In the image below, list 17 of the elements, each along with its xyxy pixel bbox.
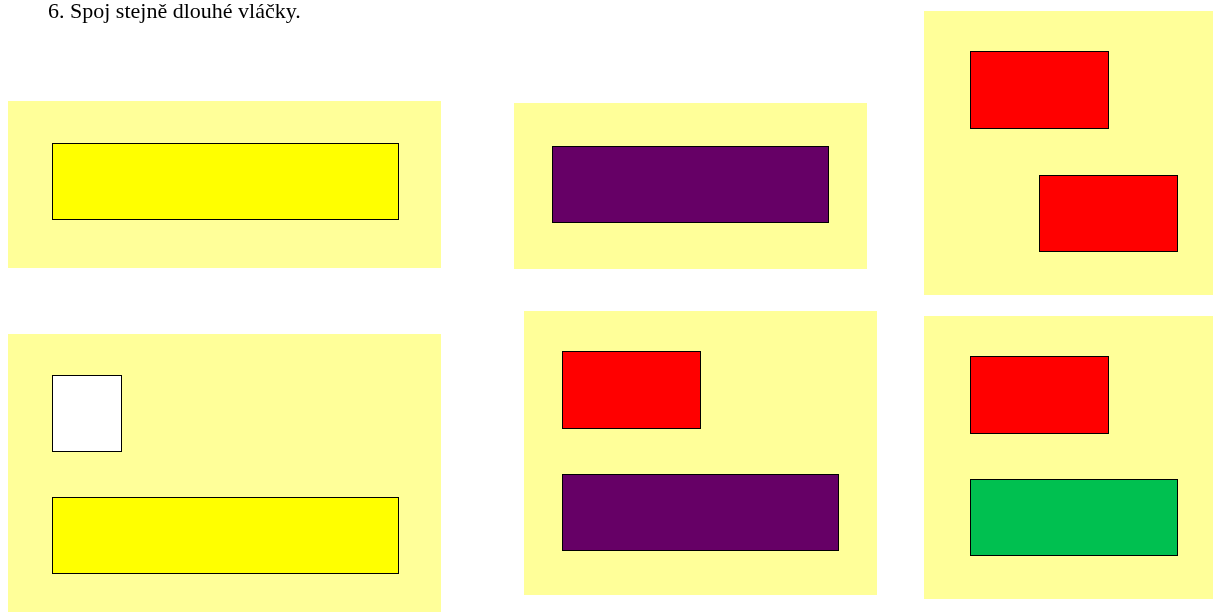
car-block	[562, 474, 839, 551]
car-block	[970, 51, 1109, 129]
car-block	[970, 479, 1178, 556]
car-block	[1039, 175, 1178, 252]
car-block	[52, 497, 399, 574]
car-block	[52, 375, 122, 452]
title: 6. Spoj stejně dlouhé vláčky.	[48, 0, 301, 24]
card-panel	[514, 103, 867, 269]
card-panel	[8, 334, 441, 612]
car-block	[552, 146, 829, 223]
card-panel	[524, 311, 877, 595]
car-block	[562, 351, 701, 429]
card-panel	[924, 11, 1213, 295]
car-block	[970, 356, 1109, 434]
car-block	[52, 143, 399, 220]
card-panel	[8, 101, 441, 268]
card-panel	[924, 316, 1213, 599]
